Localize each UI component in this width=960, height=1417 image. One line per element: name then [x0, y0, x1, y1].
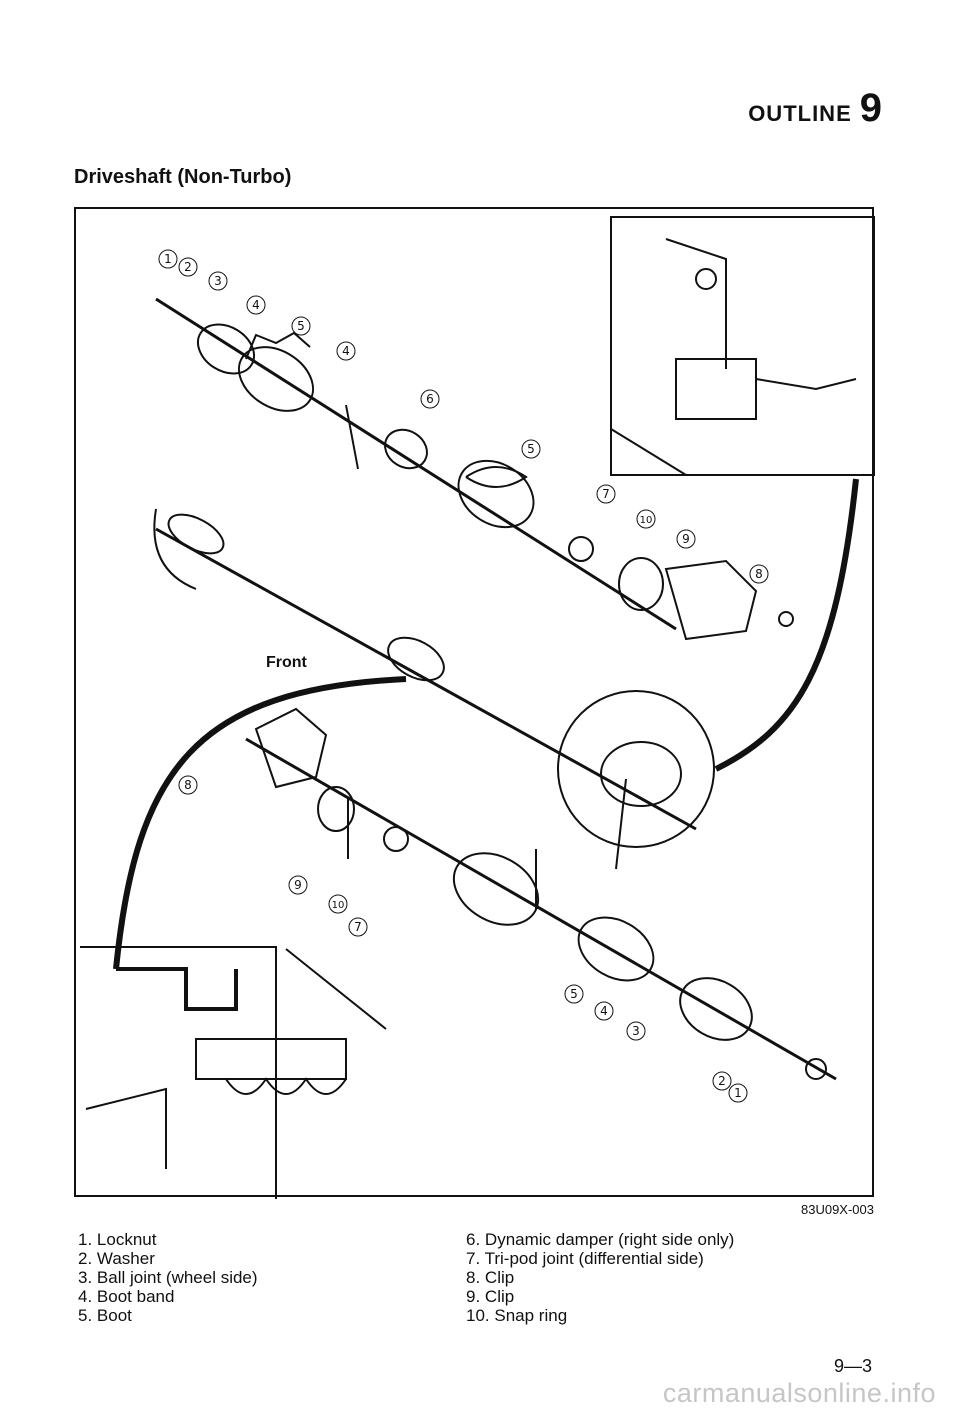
callout-5-lower: 5 — [570, 987, 578, 1001]
page-number: 9—3 — [833, 1356, 872, 1376]
legend-item: 1. Locknut — [78, 1230, 157, 1249]
callout-9-lower: 9 — [294, 878, 302, 892]
callout-6-upper: 6 — [426, 392, 434, 406]
callout-8-upper: 8 — [755, 567, 763, 581]
page-title: Driveshaft (Non-Turbo) — [74, 166, 292, 188]
callout-4-lower: 4 — [600, 1004, 608, 1018]
diagram-svg: 1 2 3 4 5 4 6 5 7 10 9 8 8 9 10 7 5 4 3 … — [80, 216, 875, 1199]
callout-7-lower: 7 — [354, 920, 362, 934]
legend-item: 6. Dynamic damper (right side only) — [466, 1230, 735, 1249]
page-header: OUTLINE 9 — [748, 88, 882, 128]
callout-5-upper-b: 5 — [527, 442, 535, 456]
callout-2-upper: 2 — [184, 260, 192, 274]
callout-3-lower: 3 — [632, 1024, 640, 1038]
legend-left: 1. Locknut 2. Washer 3. Ball joint (whee… — [78, 1230, 258, 1325]
legend-item: 3. Ball joint (wheel side) — [78, 1268, 258, 1287]
legend-item: 10. Snap ring — [466, 1306, 568, 1325]
callout-1-lower: 1 — [734, 1086, 742, 1100]
legend-item: 5. Boot — [78, 1306, 132, 1325]
callout-4-upper-a: 4 — [252, 298, 260, 312]
legend-item: 7. Tri-pod joint (differential side) — [466, 1249, 704, 1268]
callout-10-upper: 10 — [640, 515, 653, 526]
callout-8-lower: 8 — [184, 778, 192, 792]
legend-item: 8. Clip — [466, 1268, 515, 1287]
figure-code: 83U09X-003 — [801, 1202, 874, 1217]
callout-5-upper-a: 5 — [297, 319, 305, 333]
watermark: carmanualsonline.info — [662, 1378, 936, 1408]
callout-10-lower: 10 — [332, 900, 345, 911]
chapter-number: 9 — [859, 86, 882, 130]
legend-right: 6. Dynamic damper (right side only) 7. T… — [466, 1230, 734, 1325]
callout-1-upper: 1 — [164, 252, 172, 266]
callout-4-upper-b: 4 — [342, 344, 350, 358]
front-label: Front — [266, 654, 308, 671]
section-name: OUTLINE — [748, 101, 852, 126]
callout-9-upper: 9 — [682, 532, 690, 546]
callout-3-upper: 3 — [214, 274, 222, 288]
callout-7-upper: 7 — [602, 487, 610, 501]
driveshaft-exploded-diagram: 1 2 3 4 5 4 6 5 7 10 9 8 8 9 10 7 5 4 3 … — [74, 207, 875, 1199]
legend-item: 9. Clip — [466, 1287, 515, 1306]
callout-2-lower: 2 — [718, 1074, 726, 1088]
legend-item: 4. Boot band — [78, 1287, 175, 1306]
legend-item: 2. Washer — [78, 1249, 155, 1268]
